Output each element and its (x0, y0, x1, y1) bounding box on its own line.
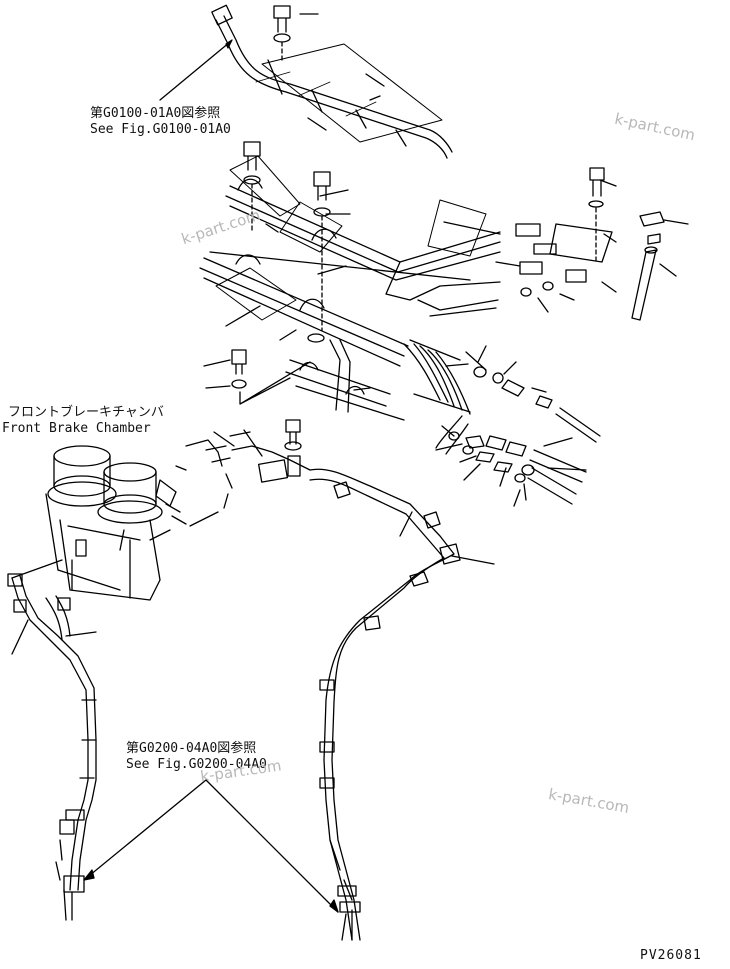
drawing-code: PV26081 (640, 948, 702, 963)
bottom-reference-en: See Fig.G0200-04A0 (126, 757, 267, 772)
right-long-hose (309, 468, 495, 941)
front-brake-chamber-label-en: Front Brake Chamber (2, 421, 151, 436)
front-brake-chamber (45, 445, 187, 601)
hose-fittings (403, 339, 601, 507)
top-reference-leader (159, 41, 231, 101)
bottom-reference-jp: 第G0200-04A0図参照 (126, 741, 257, 756)
chamber-hoses (175, 419, 311, 527)
brake-pipe-bundle (199, 141, 689, 367)
left-long-hose (7, 559, 97, 921)
front-brake-chamber-label-jp: フロントブレーキチャンバ (8, 405, 164, 420)
top-reference-en: See Fig.G0100-01A0 (90, 122, 231, 137)
top-hose-assembly (211, 4, 453, 159)
pipe-clamps (203, 329, 405, 421)
top-reference-jp: 第G0100-01A0図参照 (90, 106, 221, 121)
bottom-reference-leaders (83, 779, 339, 913)
